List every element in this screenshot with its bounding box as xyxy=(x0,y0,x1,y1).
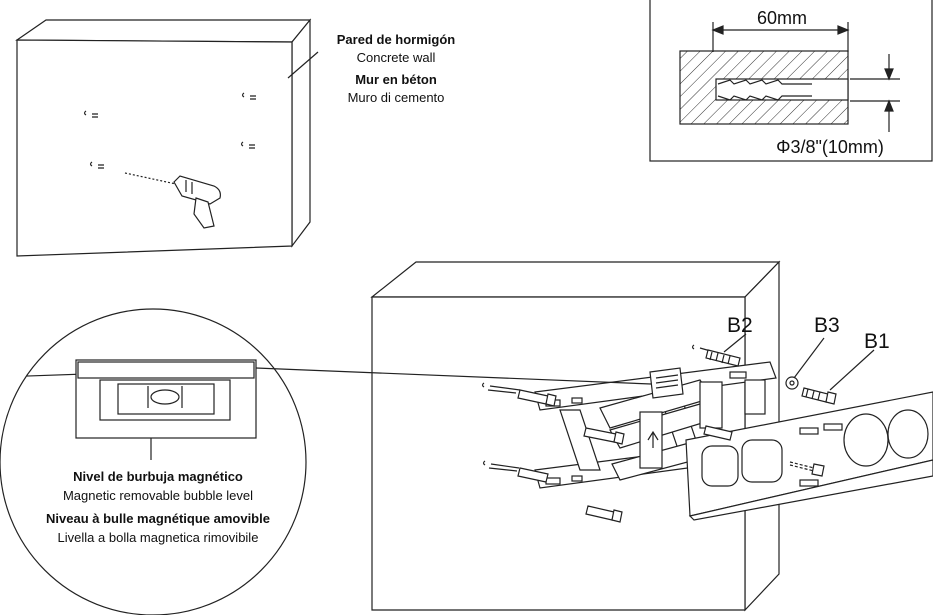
wall-caption-leader xyxy=(287,51,319,79)
wall-caption-fr: Mur en béton xyxy=(355,72,437,87)
label-b1: B1 xyxy=(864,330,890,353)
depth-dimension xyxy=(711,22,850,52)
wall-caption-it: Muro di cemento xyxy=(348,90,445,105)
bubble-icon xyxy=(150,389,180,405)
b2-leader xyxy=(723,333,747,353)
lag-bolt-middle xyxy=(583,425,733,445)
detail-frame xyxy=(649,0,933,162)
level-caption-es: Nivel de burbuja magnético xyxy=(73,469,243,484)
label-b2: B2 xyxy=(727,314,753,337)
wall-caption-es: Pared de hormigón xyxy=(337,32,456,47)
b1-leader xyxy=(829,349,875,391)
wall-anchor-holes xyxy=(83,92,256,169)
wall-top-face xyxy=(15,19,312,43)
lag-bolt-lower xyxy=(517,467,623,523)
depth-value: 60mm xyxy=(757,8,807,28)
level-caption-en: Magnetic removable bubble level xyxy=(63,488,253,503)
lag-bolt-b1 xyxy=(801,387,837,405)
wall-side-face xyxy=(291,18,311,248)
level-caption: Nivel de burbuja magnético Magnetic remo… xyxy=(46,469,270,545)
wall-caption-en: Concrete wall xyxy=(357,50,436,65)
lag-bolt-b2 xyxy=(705,349,741,367)
concrete-wall-illustration xyxy=(15,18,319,257)
magnifier-circle xyxy=(0,308,307,615)
level-caption-fr: Niveau à bulle magnétique amovible xyxy=(46,511,270,526)
b3-leader xyxy=(793,337,825,379)
magnetic-level-on-mount xyxy=(649,367,684,399)
wall-front-face xyxy=(16,39,293,257)
screw-on-plate-icon xyxy=(789,461,825,477)
level-top-strip xyxy=(77,361,255,379)
wall-caption: Pared de hormigón Concrete wall Mur en b… xyxy=(337,32,456,105)
level-magnifier xyxy=(0,308,652,615)
washer-b3 xyxy=(785,376,799,390)
hole-depth-detail: 60mm Φ3/8"(10mm) xyxy=(649,0,933,162)
articulating-arms xyxy=(599,379,766,481)
anchor-in-hole-icon xyxy=(717,79,812,101)
drill-icon xyxy=(124,172,221,229)
diameter-dimension xyxy=(850,54,900,132)
tv-plate xyxy=(685,391,933,521)
label-b3: B3 xyxy=(814,314,840,337)
level-caption-it: Livella a bolla magnetica rimovibile xyxy=(58,530,259,545)
mount-on-wall-illustration xyxy=(370,260,933,612)
diameter-value: Φ3/8"(10mm) xyxy=(776,137,884,157)
drilled-hole xyxy=(715,78,849,101)
mount-wall-top-face xyxy=(370,261,781,298)
lag-bolt-upper xyxy=(517,389,557,407)
magnifier-leader xyxy=(255,367,652,385)
